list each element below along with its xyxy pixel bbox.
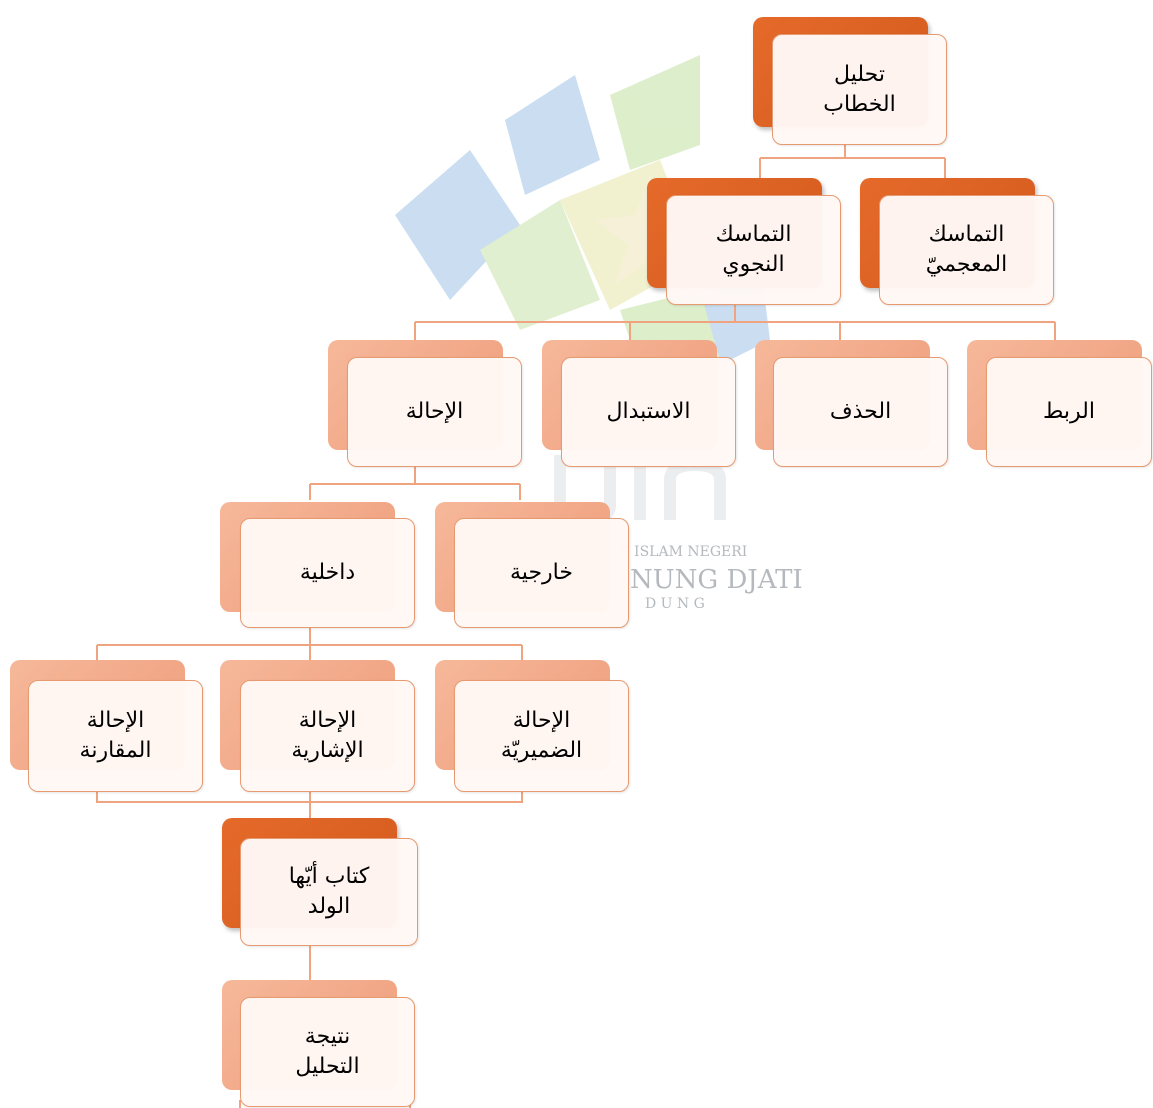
node-exophora: خارجية	[454, 518, 629, 628]
connector-root-to-level1	[759, 145, 946, 178]
watermark-line-3: D U N G	[645, 596, 705, 612]
node-personal-reference: الإحالة الضميريّة	[454, 680, 629, 792]
node-substitution: الاستبدال	[561, 357, 736, 467]
watermark-line-1: S ISLAM NEGERI	[620, 544, 747, 560]
node-ellipsis: الحذف	[773, 357, 948, 467]
node-book-ayyuha-al-walad: كتاب أيّها الولد	[240, 838, 418, 946]
connector-level1-to-level2	[414, 305, 1056, 340]
node-demonstrative-reference: الإحالة الإشارية	[240, 680, 415, 792]
watermark-green-petal-top	[610, 55, 700, 170]
watermark-green-petal-left	[480, 200, 600, 330]
node-grammatical-cohesion: التماسك النجوي	[666, 195, 841, 305]
node-comparative-reference: الإحالة المقارنة	[28, 680, 203, 792]
node-conjunction: الربط	[986, 357, 1152, 467]
connector-reference-to-level3	[309, 467, 521, 500]
node-discourse-analysis: تحليل الخطاب	[772, 34, 947, 145]
watermark-blue-petal-upper	[505, 75, 600, 195]
watermark-blue-petal-left	[395, 150, 520, 300]
node-endophora: داخلية	[240, 518, 415, 628]
watermark-line-2: NUNG DJATI	[630, 565, 803, 595]
node-analysis-result: نتيجة التحليل	[240, 997, 415, 1107]
node-reference: الإحالة	[347, 357, 522, 467]
node-lexical-cohesion: التماسك المعجميّ	[879, 195, 1054, 305]
connector-endophora-to-level4	[96, 628, 523, 660]
